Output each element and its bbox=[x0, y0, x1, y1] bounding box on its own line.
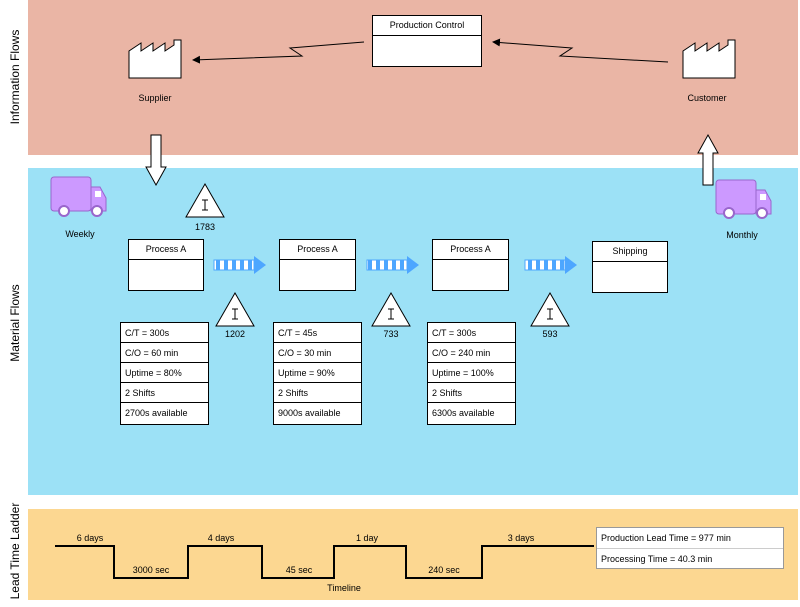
data-row: 2 Shifts bbox=[274, 383, 361, 403]
process-box: Process A bbox=[432, 239, 509, 291]
data-row: C/T = 45s bbox=[274, 323, 361, 343]
data-row: Uptime = 90% bbox=[274, 363, 361, 383]
timeline-ladder-line bbox=[55, 545, 594, 579]
customer-label: Customer bbox=[687, 93, 727, 103]
data-row: 6300s available bbox=[432, 408, 495, 418]
wait-time-label: 4 days bbox=[207, 533, 235, 543]
data-row: Uptime = 80% bbox=[121, 363, 208, 383]
raw-inventory-count: 1783 bbox=[194, 222, 216, 232]
customer-factory-icon bbox=[682, 39, 736, 79]
production-lead-time: Production Lead Time = 977 min bbox=[597, 528, 783, 549]
process-data-box: C/T = 300s C/O = 60 min Uptime = 80% 2 S… bbox=[120, 322, 209, 425]
electronic-info-arrow-from-customer bbox=[492, 38, 669, 63]
supplier-label: Supplier bbox=[138, 93, 172, 103]
lead-time-summary-box: Production Lead Time = 977 min Processin… bbox=[596, 527, 784, 569]
process-title: Process A bbox=[433, 240, 508, 260]
process-title: Process A bbox=[280, 240, 355, 260]
data-row: C/O = 60 min bbox=[121, 343, 208, 363]
data-row: 9000s available bbox=[278, 408, 341, 418]
inventory-count: 593 bbox=[542, 329, 558, 339]
supplier-truck-icon bbox=[50, 176, 107, 217]
wait-time-label: 6 days bbox=[76, 533, 104, 543]
shipping-box: Shipping bbox=[592, 241, 668, 293]
push-arrow-icon bbox=[366, 256, 419, 274]
process-box: Process A bbox=[128, 239, 204, 291]
push-arrow-icon bbox=[213, 256, 266, 274]
process-time-label: 45 sec bbox=[285, 565, 313, 575]
inventory-count: 733 bbox=[383, 329, 399, 339]
electronic-info-arrow-to-supplier bbox=[192, 41, 365, 64]
shipment-arrow-from-supplier bbox=[145, 134, 167, 187]
process-time-label: 3000 sec bbox=[132, 565, 170, 575]
data-row: Uptime = 100% bbox=[428, 363, 515, 383]
supplier-factory-icon bbox=[128, 39, 182, 79]
customer-truck-icon bbox=[715, 179, 772, 219]
wait-time-label: 1 day bbox=[355, 533, 379, 543]
process-data-box: C/T = 300s C/O = 240 min Uptime = 100% 2… bbox=[427, 322, 516, 425]
data-row: 2700s available bbox=[125, 408, 188, 418]
customer-truck-label: Monthly bbox=[726, 230, 758, 240]
process-box: Process A bbox=[279, 239, 356, 291]
shipment-arrow-to-customer bbox=[697, 133, 719, 186]
inventory-triangle-icon bbox=[215, 291, 255, 327]
data-row: C/T = 300s bbox=[121, 323, 208, 343]
data-row: 2 Shifts bbox=[121, 383, 208, 403]
wait-time-label: 3 days bbox=[507, 533, 535, 543]
inventory-count: 1202 bbox=[224, 329, 246, 339]
data-row: C/O = 30 min bbox=[274, 343, 361, 363]
process-title: Process A bbox=[129, 240, 203, 260]
production-control-title: Production Control bbox=[373, 16, 481, 36]
processing-time: Processing Time = 40.3 min bbox=[601, 554, 713, 564]
process-data-box: C/T = 45s C/O = 30 min Uptime = 90% 2 Sh… bbox=[273, 322, 362, 425]
push-arrow-icon bbox=[524, 256, 577, 274]
inventory-triangle-icon bbox=[371, 291, 411, 327]
data-row: 2 Shifts bbox=[428, 383, 515, 403]
shipping-title: Shipping bbox=[593, 242, 667, 262]
timeline-label: Timeline bbox=[327, 583, 361, 593]
production-control-box: Production Control bbox=[372, 15, 482, 67]
process-time-label: 240 sec bbox=[428, 565, 460, 575]
data-row: C/T = 300s bbox=[428, 323, 515, 343]
inventory-triangle-icon bbox=[185, 182, 225, 218]
inventory-triangle-icon bbox=[530, 291, 570, 327]
data-row: C/O = 240 min bbox=[428, 343, 515, 363]
supplier-truck-label: Weekly bbox=[65, 229, 95, 239]
